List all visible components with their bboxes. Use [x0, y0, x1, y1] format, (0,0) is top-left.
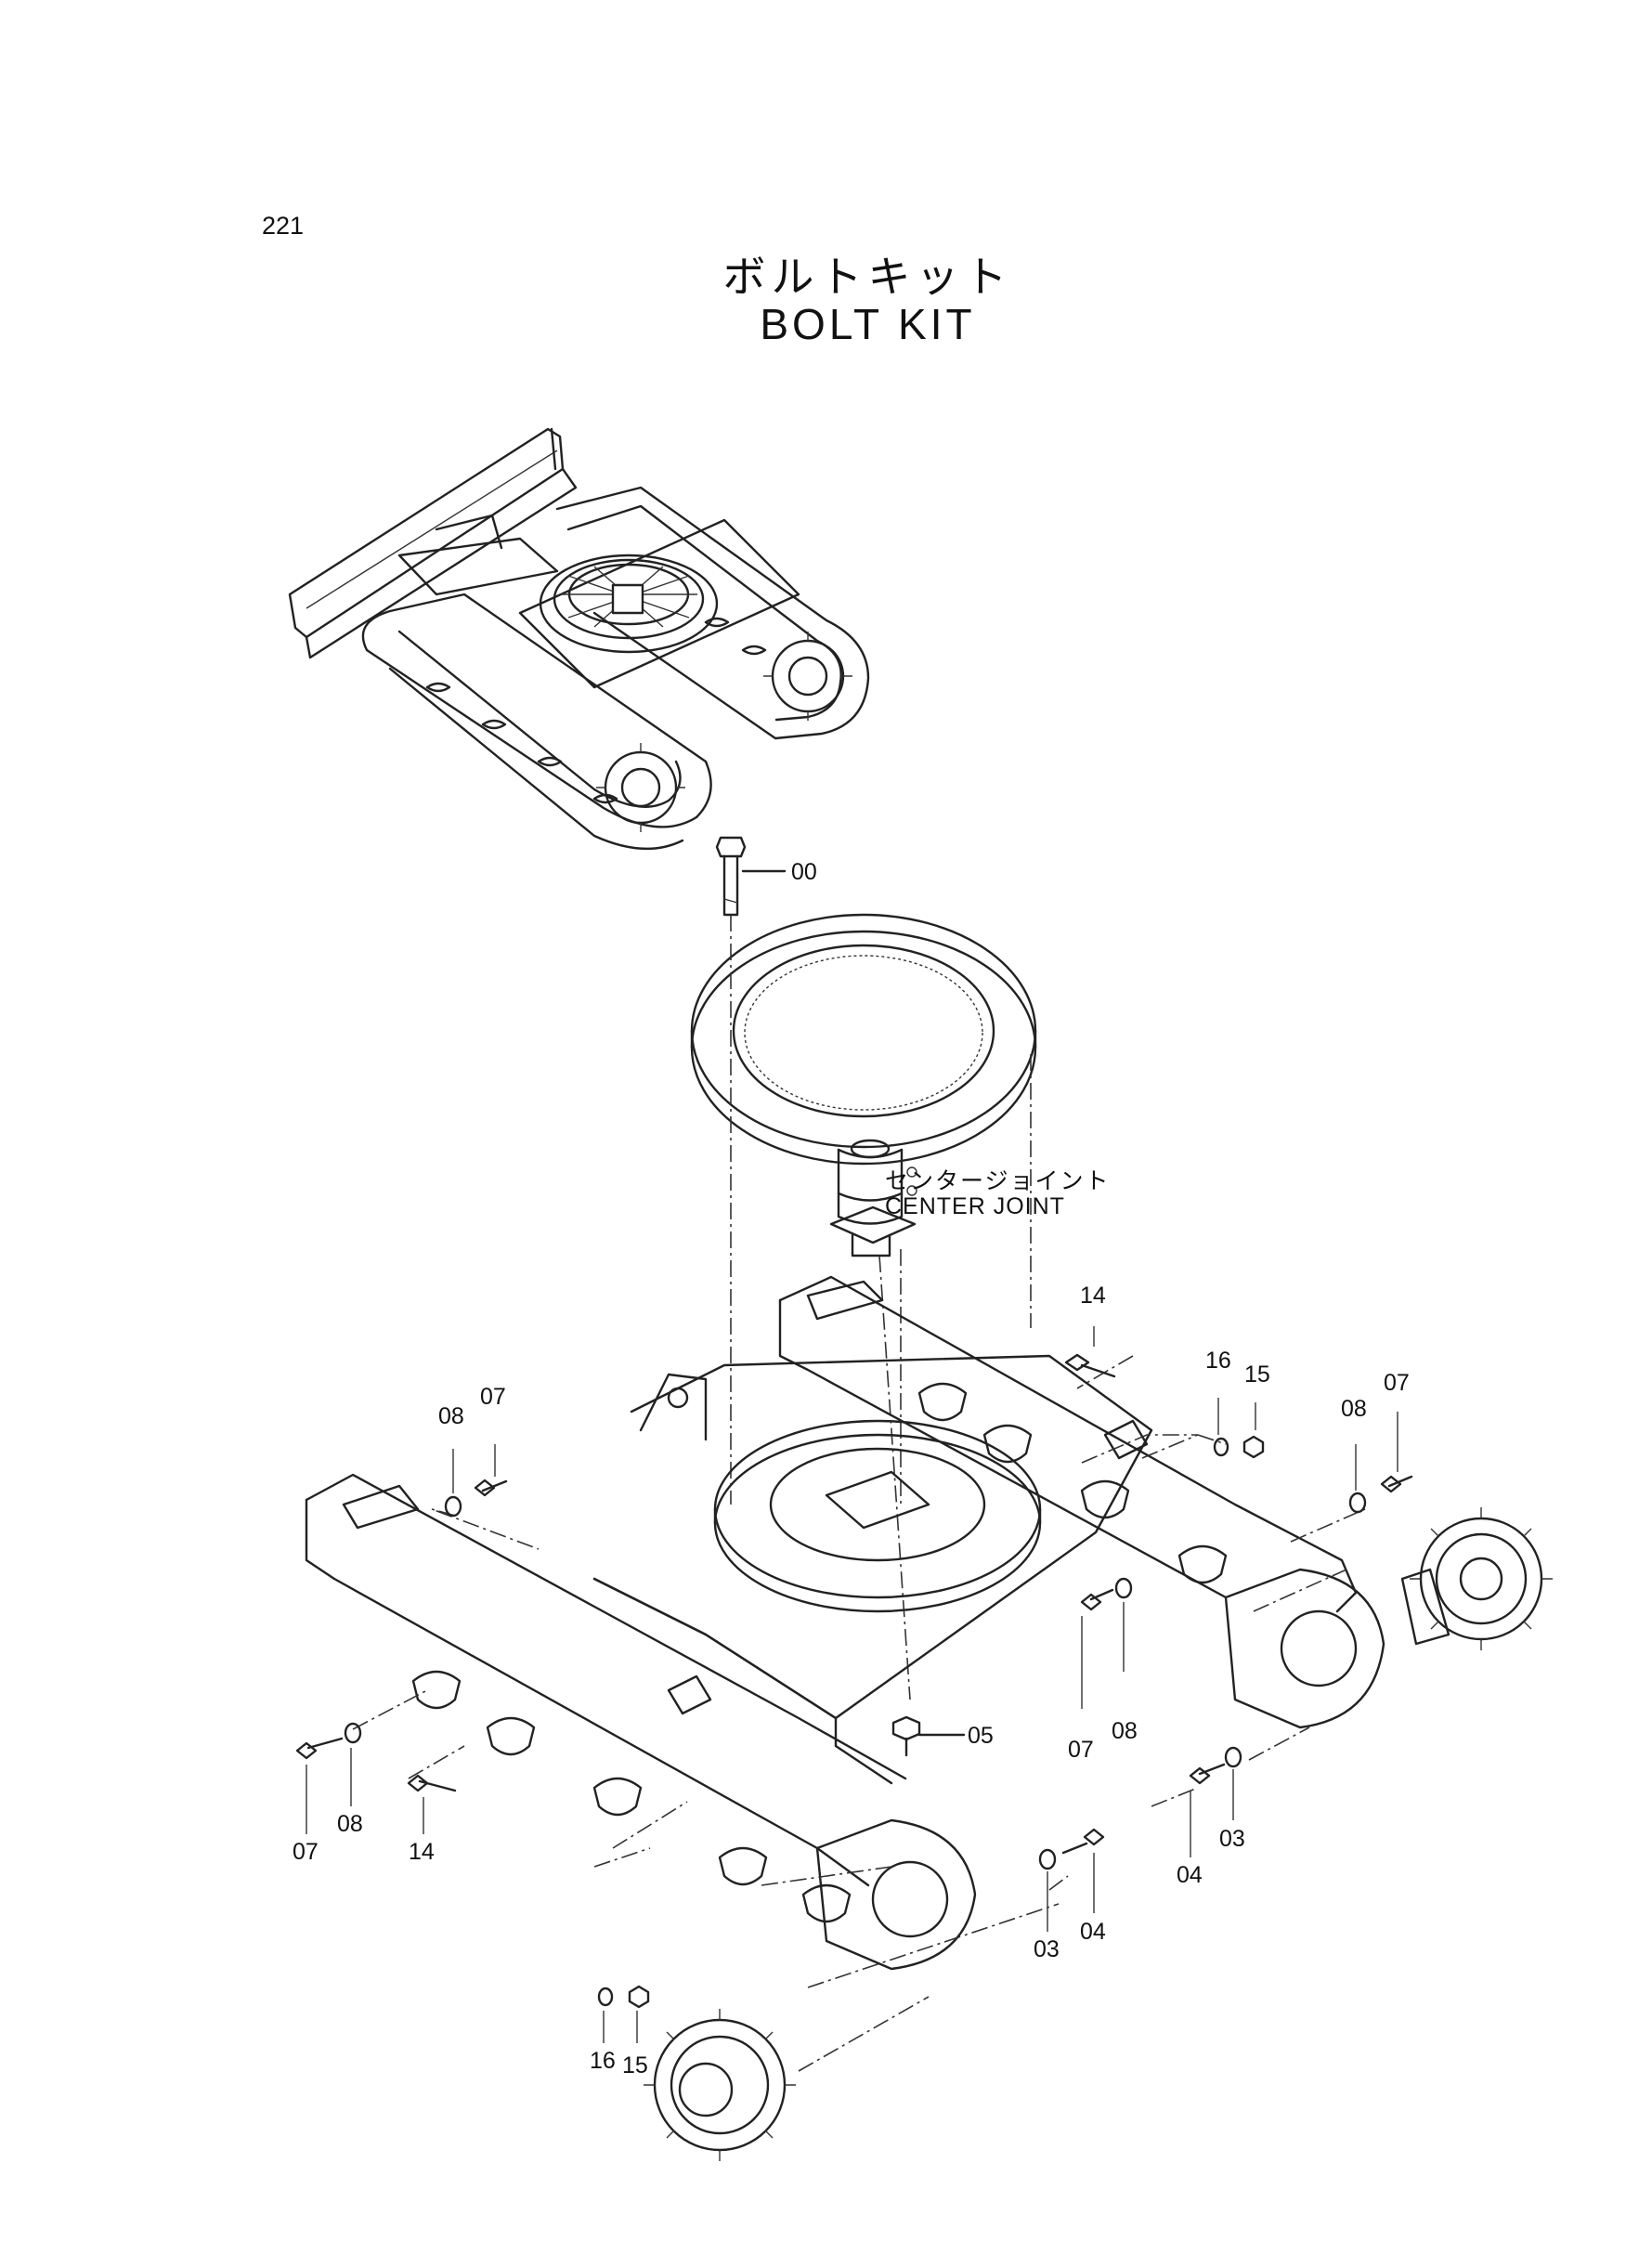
sprocket-right [1400, 1507, 1553, 1650]
title-japanese: ボルトキット [722, 253, 1013, 301]
overview-undercarriage-illustration [288, 427, 870, 851]
fasteners [295, 1326, 1413, 2043]
part-label: 16 [1205, 1348, 1231, 1374]
part-label: 07 [480, 1384, 506, 1410]
leader-lines [352, 1355, 1366, 2072]
part-label: 03 [1219, 1826, 1245, 1852]
part-label: 04 [1177, 1862, 1203, 1888]
part-label: 04 [1080, 1919, 1106, 1945]
slew-bearing [690, 836, 1037, 1166]
part-label: 14 [1080, 1283, 1106, 1309]
title-english: BOLT KIT [760, 300, 976, 348]
part-label: 07 [293, 1839, 319, 1865]
page-number: 221 [262, 212, 305, 240]
part-label: 08 [1112, 1718, 1138, 1744]
part-label: 16 [590, 2048, 616, 2074]
part-label: 14 [409, 1839, 435, 1865]
sprocket-left [644, 2009, 796, 2161]
part-label: 08 [438, 1403, 464, 1429]
part-number-labels: 00 14 16 15 08 07 08 07 07 08 05 07 08 1… [293, 859, 1410, 2078]
center-joint [829, 1139, 917, 1257]
part-label: 08 [337, 1811, 363, 1837]
part-label: 15 [1244, 1362, 1270, 1388]
part-label: 05 [968, 1723, 994, 1749]
part-label: 07 [1068, 1737, 1094, 1763]
track-frame [305, 1275, 1385, 1971]
part-label: 00 [791, 859, 817, 885]
part-label: 08 [1341, 1396, 1367, 1422]
center-joint-label-jp: センタージョイント [885, 1168, 1111, 1194]
center-joint-label-en: CENTER JOINT [885, 1193, 1065, 1219]
part-label: 15 [622, 2052, 648, 2078]
assembly-centerlines [730, 915, 1032, 1700]
part-label: 07 [1384, 1370, 1410, 1396]
part-label: 03 [1034, 1936, 1060, 1962]
